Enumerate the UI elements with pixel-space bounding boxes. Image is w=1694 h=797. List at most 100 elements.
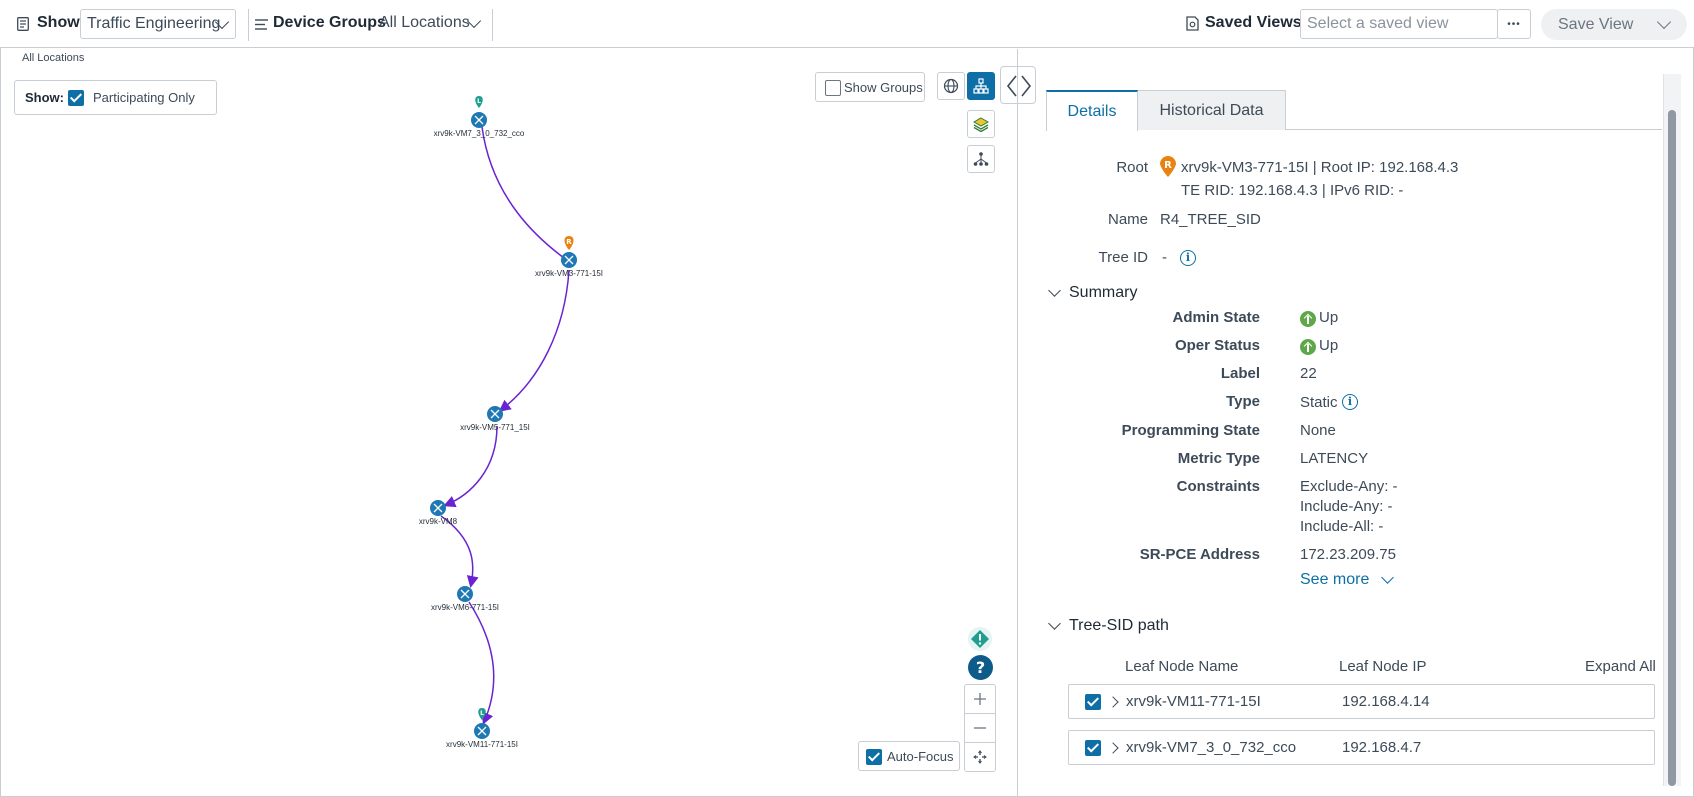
link-vm7-vm3[interactable] <box>481 126 565 259</box>
hierarchy-icon <box>973 152 989 166</box>
leaf-node-ip: 192.168.4.7 <box>1342 739 1422 756</box>
root-badge-icon: R <box>1160 156 1176 177</box>
alert-icon[interactable] <box>966 625 994 653</box>
auto-focus-label: Auto-Focus <box>887 749 954 764</box>
node-label: xrv9k-VM3-771-15I <box>534 269 604 278</box>
srpce-address-value: 172.23.209.75 <box>1300 546 1396 563</box>
admin-state-label: Admin State <box>1172 309 1260 326</box>
auto-focus-checkbox[interactable] <box>866 749 882 765</box>
saved-views-icon <box>1186 16 1199 31</box>
minus-icon <box>974 727 986 729</box>
auto-focus-toggle[interactable]: Auto-Focus <box>858 741 960 771</box>
device-groups-select[interactable]: All Locations <box>376 10 488 38</box>
show-layer-select[interactable]: Traffic Engineering <box>80 9 236 39</box>
show-groups-toggle[interactable]: Show Groups <box>815 72 925 102</box>
name-label: Name <box>1107 211 1148 228</box>
root-summary-line2: TE RID: 192.168.4.3 | IPv6 RID: - <box>1181 182 1404 199</box>
name-value: R4_TREE_SID <box>1160 211 1261 228</box>
participating-only-checkbox[interactable] <box>68 90 84 106</box>
topology-icon <box>973 78 989 94</box>
constraints-label: Constraints <box>1176 478 1260 495</box>
status-up-icon <box>1300 311 1316 327</box>
column-leaf-node-ip[interactable]: Leaf Node IP <box>1339 658 1427 675</box>
topology-canvas[interactable]: L R L <box>0 0 1017 797</box>
more-options-button[interactable]: ••• <box>1497 9 1531 39</box>
label-value: 22 <box>1300 365 1317 382</box>
router-node[interactable] <box>457 586 473 602</box>
link-vm3-vm5[interactable] <box>498 269 570 412</box>
router-node[interactable] <box>561 252 577 268</box>
show-groups-label: Show Groups <box>844 80 923 95</box>
show-layer-value: Traffic Engineering <box>87 15 221 32</box>
device-groups-label: Device Groups <box>273 14 386 31</box>
top-toolbar: Show Traffic Engineering Device Groups A… <box>0 0 1694 48</box>
show-groups-checkbox[interactable] <box>825 80 841 96</box>
router-node[interactable] <box>471 112 487 128</box>
zoom-out-button[interactable] <box>964 713 996 743</box>
chevron-right-icon[interactable] <box>1107 696 1119 708</box>
toolbar-divider <box>492 9 493 41</box>
info-icon[interactable]: i <box>1342 394 1358 410</box>
layers-button[interactable] <box>967 110 995 138</box>
admin-state-value: Up <box>1319 309 1339 326</box>
document-icon <box>17 17 29 31</box>
link-vm6-vm11[interactable] <box>468 601 495 725</box>
table-row[interactable]: xrv9k-VM11-771-15I 192.168.4.14 <box>1068 684 1655 719</box>
chevron-down-icon <box>1048 617 1061 630</box>
link-vm8-vm6[interactable] <box>440 515 479 588</box>
summary-title: Summary <box>1069 284 1138 301</box>
summary-section-toggle[interactable]: Summary <box>1048 284 1138 302</box>
topology-view-button[interactable] <box>967 72 995 100</box>
scrollbar-thumb[interactable] <box>1668 110 1676 786</box>
saved-view-select[interactable]: Select a saved view <box>1300 9 1498 39</box>
breadcrumb[interactable]: All Locations <box>22 52 85 64</box>
node-label: xrv9k-VM11-771-15I <box>446 740 518 749</box>
srpce-address-label: SR-PCE Address <box>1139 546 1260 563</box>
layout-button[interactable] <box>967 145 995 173</box>
save-view-button[interactable]: Save View <box>1541 9 1687 40</box>
plus-icon <box>974 693 986 705</box>
details-tabs: Details Historical Data <box>1046 90 1662 131</box>
fit-to-screen-button[interactable] <box>964 742 996 772</box>
root-summary-line1: xrv9k-VM3-771-15I | Root IP: 192.168.4.3 <box>1181 159 1459 176</box>
svg-text:L: L <box>477 98 481 105</box>
router-node[interactable] <box>430 500 446 516</box>
chevron-right-icon[interactable] <box>1107 742 1119 754</box>
fit-icon <box>973 750 987 764</box>
tree-sid-path-toggle[interactable]: Tree-SID path <box>1048 617 1169 635</box>
svg-text:R: R <box>566 238 572 246</box>
collapse-panel-button[interactable] <box>1000 66 1036 104</box>
leaf-row-checkbox[interactable] <box>1085 740 1101 756</box>
list-icon <box>255 19 268 30</box>
label-label: Label <box>1220 365 1260 382</box>
leaf-node-name: xrv9k-VM7_3_0_732_cco <box>1126 739 1297 756</box>
see-more-link[interactable]: See more <box>1300 571 1395 589</box>
tab-historical-data[interactable]: Historical Data <box>1138 90 1286 130</box>
info-icon[interactable]: i <box>1180 250 1196 266</box>
metric-type-label: Metric Type <box>1177 450 1260 467</box>
router-node[interactable] <box>487 406 503 422</box>
geo-map-button[interactable] <box>937 72 965 100</box>
topology-map-pane[interactable] <box>1 49 1017 796</box>
expand-all-link[interactable]: Expand All <box>1585 658 1656 675</box>
see-more-label: See more <box>1300 571 1370 588</box>
pane-divider <box>1017 49 1018 797</box>
constraint-include-all: Include-All: - <box>1300 518 1384 535</box>
help-icon[interactable]: ? <box>967 654 994 681</box>
tab-details[interactable]: Details <box>1046 90 1138 131</box>
saved-view-placeholder: Select a saved view <box>1307 15 1449 32</box>
column-leaf-node-name[interactable]: Leaf Node Name <box>1125 658 1239 675</box>
zoom-in-button[interactable] <box>964 684 996 714</box>
router-node[interactable] <box>474 723 490 739</box>
tree-id-label: Tree ID <box>1098 249 1148 266</box>
programming-state-label: Programming State <box>1121 422 1260 439</box>
leaf-node-name: xrv9k-VM11-771-15I <box>1126 693 1261 710</box>
metric-type-value: LATENCY <box>1300 450 1369 467</box>
leaf-row-checkbox[interactable] <box>1085 694 1101 710</box>
constraint-include-any: Include-Any: - <box>1300 498 1393 515</box>
table-row[interactable]: xrv9k-VM7_3_0_732_cco 192.168.4.7 <box>1068 730 1655 765</box>
toolbar-divider <box>248 9 249 41</box>
leaf-badge-icon: L <box>478 708 486 720</box>
link-vm5-vm8[interactable] <box>443 425 498 508</box>
programming-state-value: None <box>1300 422 1336 439</box>
